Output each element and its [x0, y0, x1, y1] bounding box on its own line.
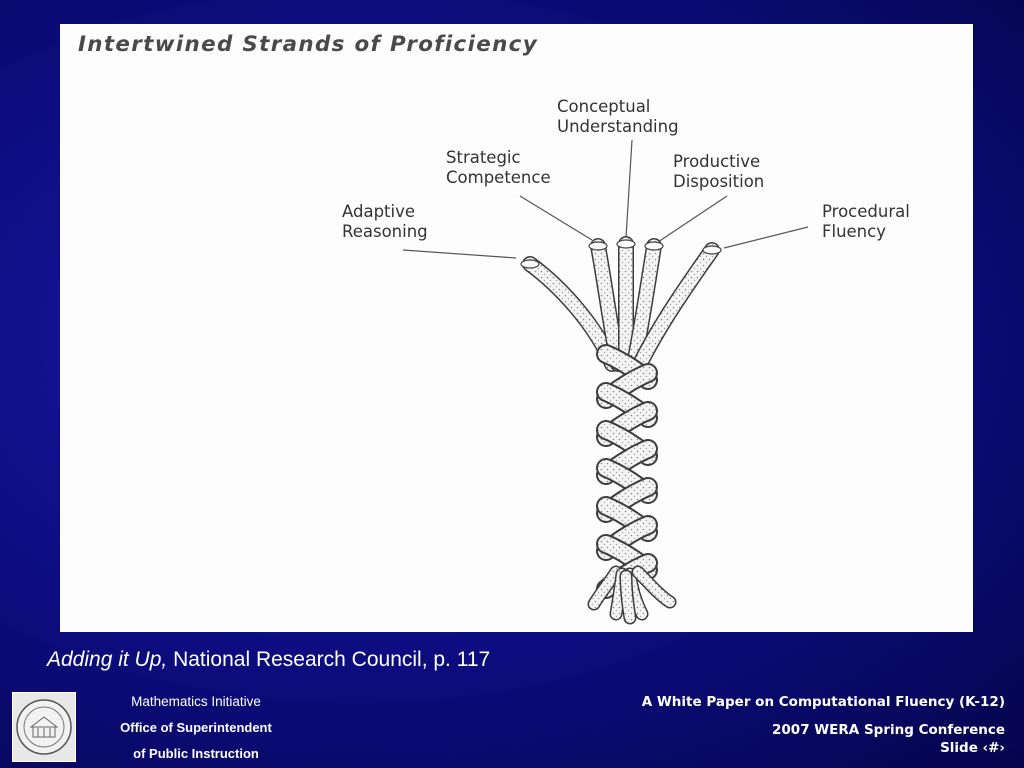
label-line: Fluency	[822, 222, 886, 241]
rope-end	[702, 245, 722, 255]
footer-public-instruction: of Public Instruction	[133, 746, 259, 761]
footer-conference: 2007 WERA Spring Conference	[772, 722, 1005, 738]
state-seal-logo	[12, 692, 76, 762]
label-line: Strategic	[446, 148, 521, 167]
rope-end	[520, 259, 540, 269]
footer-paper-title: A White Paper on Computational Fluency (…	[641, 694, 1005, 710]
figure-caption: Adding it Up, National Research Council,…	[47, 648, 490, 672]
rope-end	[644, 241, 664, 251]
label-line: Productive	[673, 152, 761, 171]
label-line: Competence	[446, 168, 551, 187]
caption-book-title: Adding it Up,	[47, 648, 168, 671]
leader-line	[402, 249, 517, 259]
braided-rope-illustration	[402, 139, 809, 625]
label-procedural-fluency: Procedural Fluency	[822, 202, 910, 242]
label-productive-disposition: Productive Disposition	[673, 152, 764, 192]
footer-office-superintendent: Office of Superintendent	[120, 720, 272, 735]
footer-slide-number: Slide ‹#›	[940, 740, 1005, 756]
rope-frayed-end-texture	[621, 571, 635, 623]
label-adaptive-reasoning: Adaptive Reasoning	[342, 202, 428, 242]
rope-frayed-end-texture	[589, 567, 621, 609]
strands-figure: Intertwined Strands of Proficiency Conce…	[60, 24, 973, 632]
label-line: Adaptive	[342, 202, 416, 221]
figure-title: Intertwined Strands of Proficiency	[78, 32, 539, 56]
label-line: Conceptual	[557, 97, 651, 116]
label-line: Reasoning	[342, 222, 428, 241]
rope-frayed-end-texture	[633, 567, 675, 607]
rope-strand-texture	[627, 239, 661, 371]
leader-line	[723, 226, 809, 249]
leader-line	[625, 139, 633, 239]
leader-line	[657, 195, 728, 243]
rope-strand-texture	[633, 243, 719, 371]
caption-source: National Research Council, p. 117	[167, 648, 491, 671]
leader-line	[519, 195, 593, 241]
footer-mathematics-initiative: Mathematics Initiative	[131, 694, 261, 709]
label-line: Understanding	[557, 117, 679, 136]
rope-end	[588, 241, 608, 251]
label-strategic-competence: Strategic Competence	[446, 148, 551, 188]
label-line: Disposition	[673, 172, 765, 191]
rope-end	[616, 239, 636, 249]
label-line: Procedural	[822, 202, 910, 221]
label-conceptual-understanding: Conceptual Understanding	[557, 97, 679, 137]
